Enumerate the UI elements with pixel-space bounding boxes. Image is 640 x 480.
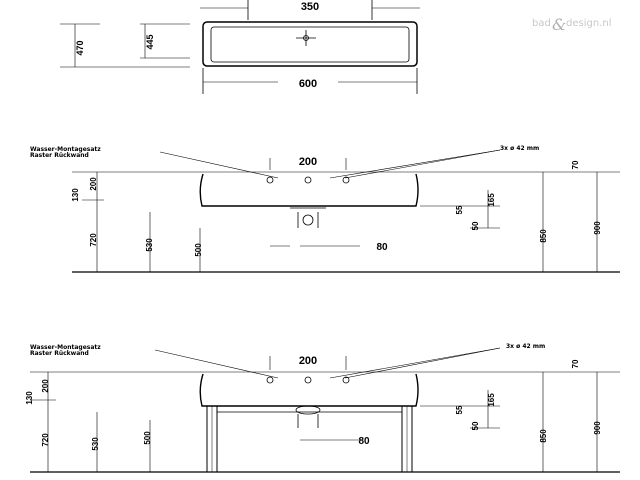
- fv1-dim-530: 530: [145, 238, 154, 252]
- watermark-bad: bad: [532, 18, 551, 29]
- watermark: bad & design.nl: [532, 15, 611, 34]
- fv1-dim-130: 130: [71, 188, 80, 202]
- fv1-dim-500: 500: [194, 243, 203, 257]
- dim-depth-470: 470: [75, 40, 85, 55]
- fv2-dim-50: 50: [471, 421, 480, 430]
- fv2-dim-500: 500: [143, 431, 152, 445]
- fv1-dim-850: 850: [539, 229, 548, 243]
- fv1-dim-900: 900: [593, 221, 602, 235]
- fv2-note-line1: Wasser-Montagesatz: [30, 344, 101, 351]
- fv1-dim-200v: 200: [89, 177, 98, 191]
- fv2-dim-80: 80: [358, 436, 370, 447]
- top-view: [60, 0, 420, 94]
- fv1-dim-200: 200: [299, 156, 317, 168]
- fv1-dim-80: 80: [376, 242, 388, 253]
- fv2-holes-note: 3x ø 42 mm: [506, 343, 545, 350]
- fv2-dim-165: 165: [487, 393, 496, 407]
- fv1-holes-note: 3x ø 42 mm: [500, 145, 539, 152]
- fv1-dim-55: 55: [455, 205, 464, 214]
- dim-top-350: 350: [301, 1, 319, 13]
- fv1-note-line2: Raster Rückwand: [30, 152, 89, 159]
- dim-bottom-600: 600: [299, 78, 317, 90]
- fv2-dim-200v: 200: [41, 379, 50, 393]
- fv1-note-line1: Wasser-Montagesatz: [30, 146, 101, 153]
- fv1-dim-720: 720: [89, 233, 98, 247]
- fv2-dim-70: 70: [571, 359, 580, 368]
- front-view-1: [72, 149, 620, 273]
- fv1-dim-70: 70: [571, 160, 580, 169]
- fv1-dim-165: 165: [487, 193, 496, 207]
- front-view-2: [30, 347, 620, 473]
- dim-depth-445: 445: [145, 34, 155, 49]
- fv2-dim-720: 720: [41, 433, 50, 447]
- fv2-dim-55: 55: [455, 405, 464, 414]
- fv2-note-line2: Raster Rückwand: [30, 350, 89, 357]
- fv2-dim-900: 900: [593, 421, 602, 435]
- watermark-amp: &: [552, 15, 566, 34]
- watermark-design: design.nl: [566, 18, 611, 29]
- fv2-dim-530: 530: [91, 437, 100, 451]
- fv2-dim-850: 850: [539, 429, 548, 443]
- fv1-dim-50: 50: [471, 221, 480, 230]
- fv2-dim-130: 130: [25, 391, 34, 405]
- fv2-dim-200: 200: [299, 355, 317, 367]
